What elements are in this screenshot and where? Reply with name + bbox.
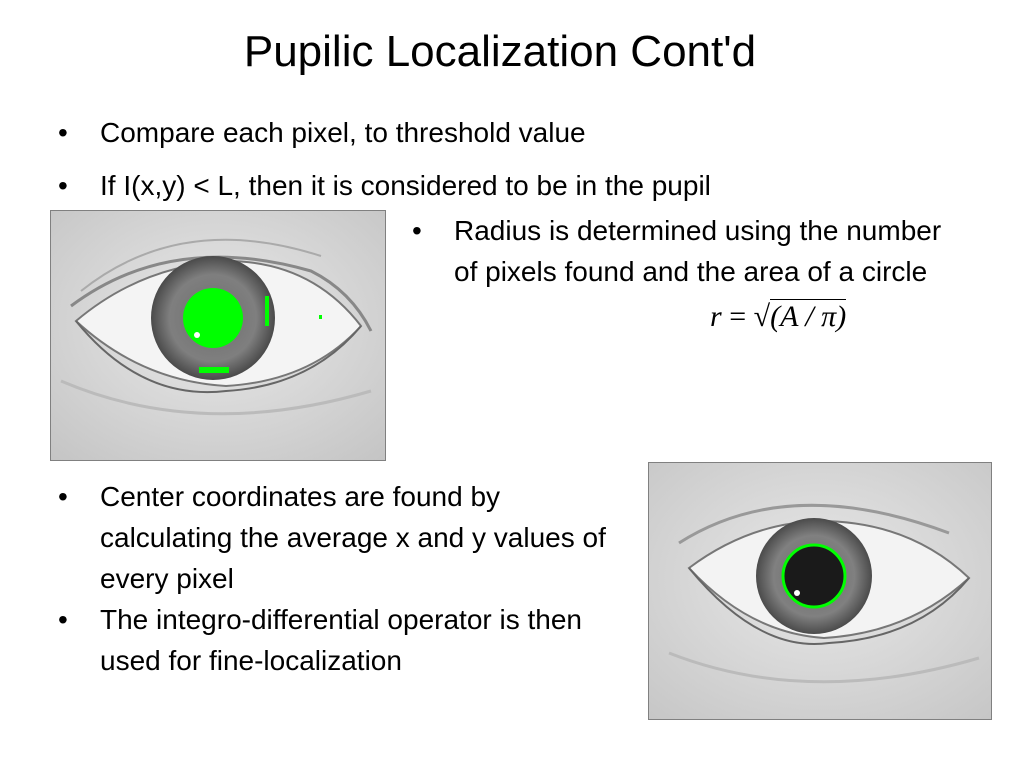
formula-lhs: r — [710, 300, 722, 333]
top-bullet-list: • Compare each pixel, to threshold value… — [58, 112, 898, 218]
bullet-item: • The integro-differential operator is t… — [58, 599, 638, 681]
slide-title: Pupilic Localization Cont'd — [243, 27, 757, 76]
bullet-text: Radius is determined using the number of… — [454, 215, 942, 287]
bullet-item: • If I(x,y) < L, then it is considered t… — [58, 165, 898, 206]
bullet-text: If I(x,y) < L, then it is considered to … — [100, 170, 711, 201]
bullet-marker: • — [412, 215, 422, 246]
eye-thresholded-image — [50, 210, 386, 461]
bullet-marker: • — [58, 481, 68, 512]
bullet-text: The integro-differential operator is the… — [100, 604, 582, 676]
bullet-marker: • — [58, 117, 68, 148]
formula-equals: = — [729, 300, 747, 333]
bullet-item: • Center coordinates are found by calcul… — [58, 476, 638, 599]
bullet-text: Compare each pixel, to threshold value — [100, 117, 586, 148]
eye-localized-image — [648, 462, 992, 720]
formula-radical: √ — [753, 300, 771, 333]
bullet-item: • Compare each pixel, to threshold value — [58, 112, 898, 153]
bullet-item: • Radius is determined using the number … — [412, 210, 952, 292]
bullet-marker: • — [58, 170, 68, 201]
radius-formula: r = √(A / π) — [710, 299, 847, 334]
bullet-marker: • — [58, 604, 68, 635]
bottom-bullet-list: • Center coordinates are found by calcul… — [58, 476, 638, 681]
bullet-text: Center coordinates are found by calculat… — [100, 481, 606, 594]
radius-bullet-list: • Radius is determined using the number … — [412, 210, 952, 292]
formula-body: (A / π) — [770, 299, 847, 333]
